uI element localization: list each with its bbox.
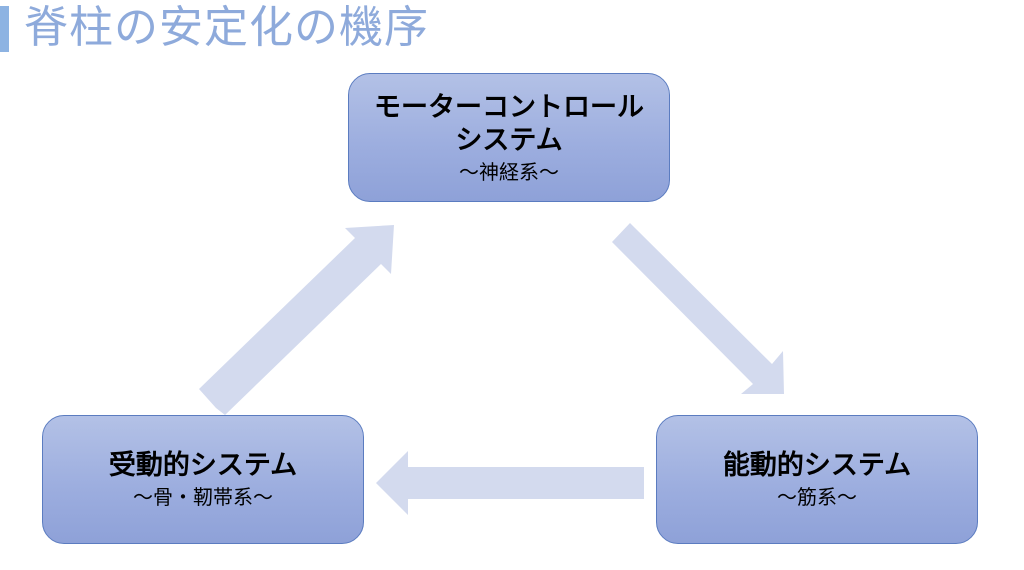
arrow-active-to-passive bbox=[376, 451, 644, 515]
title-accent-bar bbox=[0, 6, 9, 52]
active-system-subtitle: ～筋系～ bbox=[777, 485, 857, 509]
arrow-motor-to-active bbox=[612, 223, 784, 394]
slide-title: 脊柱の安定化の機序 bbox=[24, 2, 429, 53]
passive-system-title: 受動的システム bbox=[108, 450, 298, 481]
motor-control-title-line2: システム bbox=[455, 124, 563, 156]
motor-control-subtitle: ～神経系～ bbox=[459, 159, 559, 184]
passive-system-box: 受動的システム ～骨・靭帯系～ bbox=[42, 415, 364, 544]
arrow-passive-to-motor bbox=[199, 225, 394, 415]
passive-system-subtitle: ～骨・靭帯系～ bbox=[133, 485, 273, 509]
motor-control-title-line1: モーターコントロール bbox=[374, 91, 644, 123]
active-system-box: 能動的システム ～筋系～ bbox=[656, 415, 978, 544]
active-system-title: 能動的システム bbox=[722, 450, 912, 481]
motor-control-system-box: モーターコントロール システム ～神経系～ bbox=[348, 73, 670, 202]
